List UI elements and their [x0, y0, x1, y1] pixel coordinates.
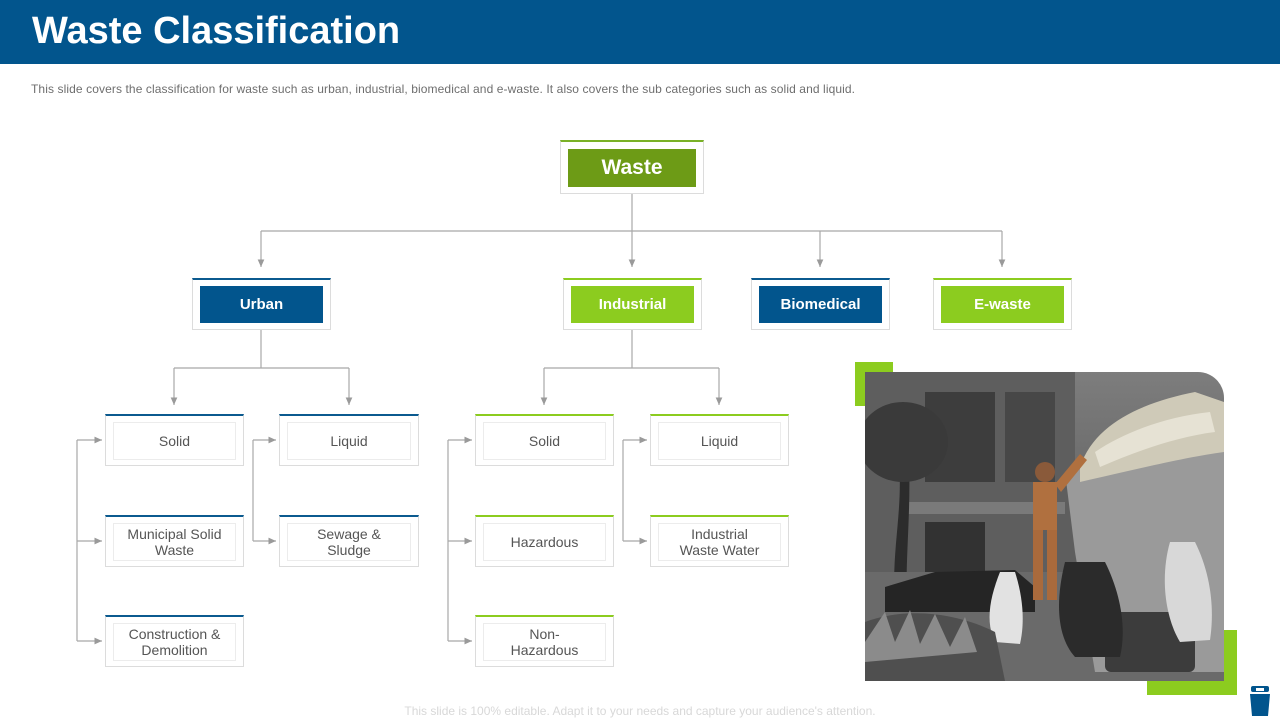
node-municipal-solid-waste-label: Municipal Solid Waste [113, 522, 236, 561]
node-urban-label: Urban [200, 286, 323, 323]
node-hazardous: Hazardous [475, 515, 614, 567]
node-industrial-liquid: Liquid [650, 414, 789, 466]
node-non-hazardous-label: Non-Hazardous [483, 622, 606, 661]
recycle-bin-icon [1250, 686, 1270, 716]
page-title: Waste Classification [32, 10, 401, 52]
node-urban: Urban [192, 278, 331, 330]
slide-description: This slide covers the classification for… [31, 82, 856, 96]
node-urban-solid-label: Solid [113, 421, 236, 460]
photo-frame [855, 362, 1237, 695]
node-biomedical-label: Biomedical [759, 286, 882, 323]
node-urban-liquid: Liquid [279, 414, 419, 466]
node-waste-label: Waste [568, 148, 696, 187]
node-construction-demolition-label: Construction & Demolition [113, 622, 236, 661]
node-hazardous-label: Hazardous [483, 522, 606, 561]
node-industrial-liquid-label: Liquid [658, 421, 781, 460]
footer-note: This slide is 100% editable. Adapt it to… [404, 704, 876, 718]
node-sewage-sludge: Sewage & Sludge [279, 515, 419, 567]
node-industrial-solid-label: Solid [483, 421, 606, 460]
node-industrial-waste-water: Industrial Waste Water [650, 515, 789, 567]
node-construction-demolition: Construction & Demolition [105, 615, 244, 667]
node-industrial-waste-water-label: Industrial Waste Water [658, 522, 781, 561]
node-urban-liquid-label: Liquid [287, 421, 411, 460]
node-industrial-solid: Solid [475, 414, 614, 466]
node-municipal-solid-waste: Municipal Solid Waste [105, 515, 244, 567]
header-bar: Waste Classification [0, 0, 1280, 64]
node-non-hazardous: Non-Hazardous [475, 615, 614, 667]
node-industrial: Industrial [563, 278, 702, 330]
node-urban-solid: Solid [105, 414, 244, 466]
node-biomedical: Biomedical [751, 278, 890, 330]
node-waste: Waste [560, 140, 704, 194]
node-sewage-sludge-label: Sewage & Sludge [287, 522, 411, 561]
node-ewaste-label: E-waste [941, 286, 1064, 323]
node-industrial-label: Industrial [571, 286, 694, 323]
garbage-truck-photo [865, 372, 1224, 681]
node-ewaste: E-waste [933, 278, 1072, 330]
